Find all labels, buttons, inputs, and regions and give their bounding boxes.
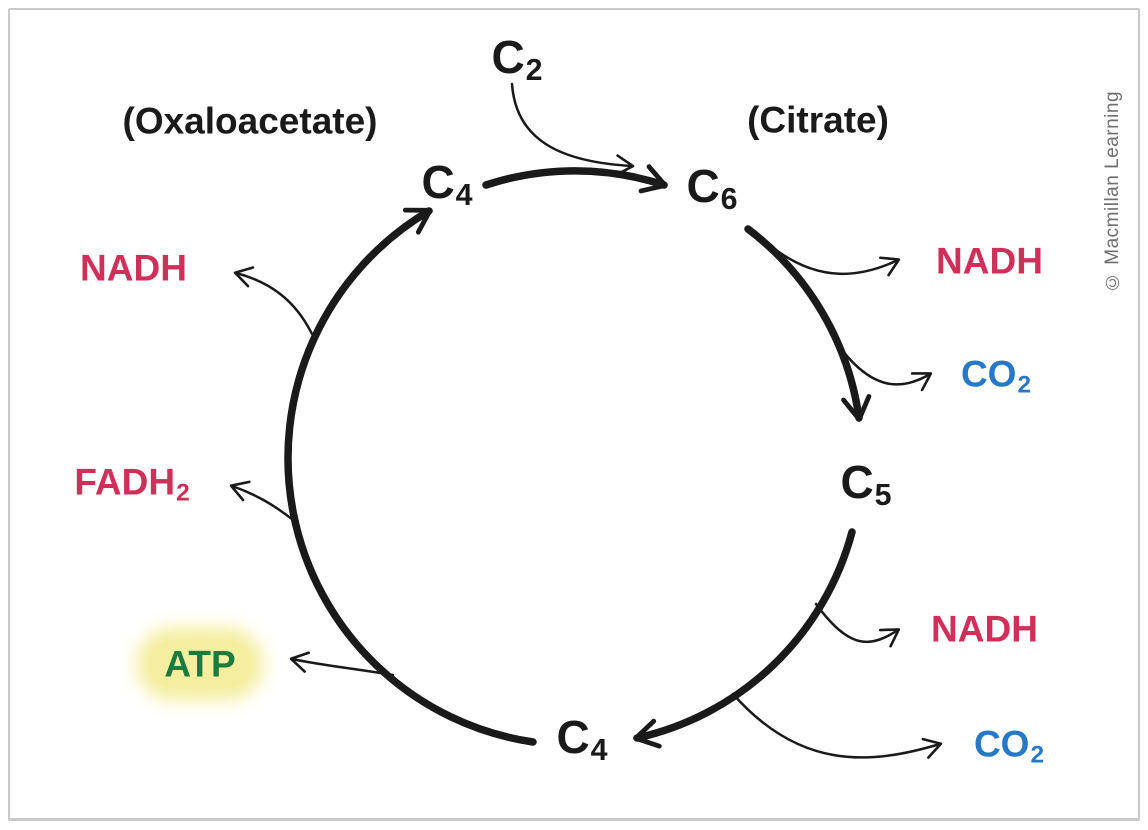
- co2-arrow-right: [834, 340, 933, 392]
- atp-arrow: [289, 651, 395, 677]
- node-c4-bottom-subscript: 4: [590, 734, 608, 768]
- label-oxaloacetate: (Oxaloacetate): [122, 100, 378, 142]
- nadh-arrow-right-bottom: [814, 602, 901, 648]
- cycle-arc-right: [744, 225, 872, 422]
- node-c4-top-base: C: [421, 156, 455, 208]
- node-c4-bottom: C4: [556, 711, 607, 766]
- product-co2-bottom-subscript: 2: [1030, 741, 1045, 769]
- node-c2-base: C: [491, 31, 525, 83]
- product-co2-bottom-text: CO: [973, 723, 1030, 765]
- credit-macmillan: © Macmillan Learning: [1102, 90, 1123, 292]
- node-c6-base: C: [686, 160, 720, 212]
- product-nadh-left-text: NADH: [80, 247, 187, 289]
- nadh-arrow-left: [233, 266, 314, 336]
- product-fadh2-text: FADH: [74, 461, 176, 503]
- co2-arrow-bottom: [731, 692, 943, 759]
- node-c6-subscript: 6: [720, 183, 738, 217]
- product-nadh-right-bottom: NADH: [931, 611, 1039, 648]
- product-co2-right: CO2: [960, 353, 1031, 398]
- product-fadh2-subscript: 2: [176, 479, 190, 507]
- cycle-arc-left: [284, 207, 537, 746]
- product-nadh-right-top: NADH: [936, 243, 1044, 280]
- node-c5-base: C: [840, 456, 874, 508]
- node-c2-subscript: 2: [525, 54, 543, 88]
- label-citrate: (Citrate): [747, 99, 889, 141]
- node-c4-top: C4: [421, 156, 472, 211]
- node-c4-top-subscript: 4: [455, 179, 473, 213]
- product-nadh-left: NADH: [80, 250, 188, 287]
- fadh2-arrow: [229, 480, 300, 526]
- cycle-arc-bottom-right: [633, 528, 856, 749]
- node-c5-subscript: 5: [874, 479, 892, 513]
- product-co2-right-subscript: 2: [1017, 371, 1032, 399]
- atp-highlight: ATP: [148, 639, 252, 689]
- acetyl-entry-arrow: [510, 82, 635, 177]
- node-c2: C2: [491, 31, 542, 86]
- nadh-arrow-right-top: [774, 248, 901, 277]
- product-nadh-right-bottom-text: NADH: [931, 608, 1038, 650]
- product-co2-right-text: CO: [960, 353, 1017, 395]
- cycle-arc-top: [482, 164, 668, 194]
- product-fadh2: FADH2: [74, 461, 189, 506]
- product-nadh-right-top-text: NADH: [936, 240, 1043, 282]
- product-atp: ATP: [148, 639, 252, 689]
- product-atp-text: ATP: [164, 643, 236, 685]
- node-c4-bottom-base: C: [556, 711, 590, 763]
- node-c5: C5: [840, 456, 891, 511]
- node-c6: C6: [686, 160, 737, 215]
- product-co2-bottom: CO2: [973, 723, 1044, 768]
